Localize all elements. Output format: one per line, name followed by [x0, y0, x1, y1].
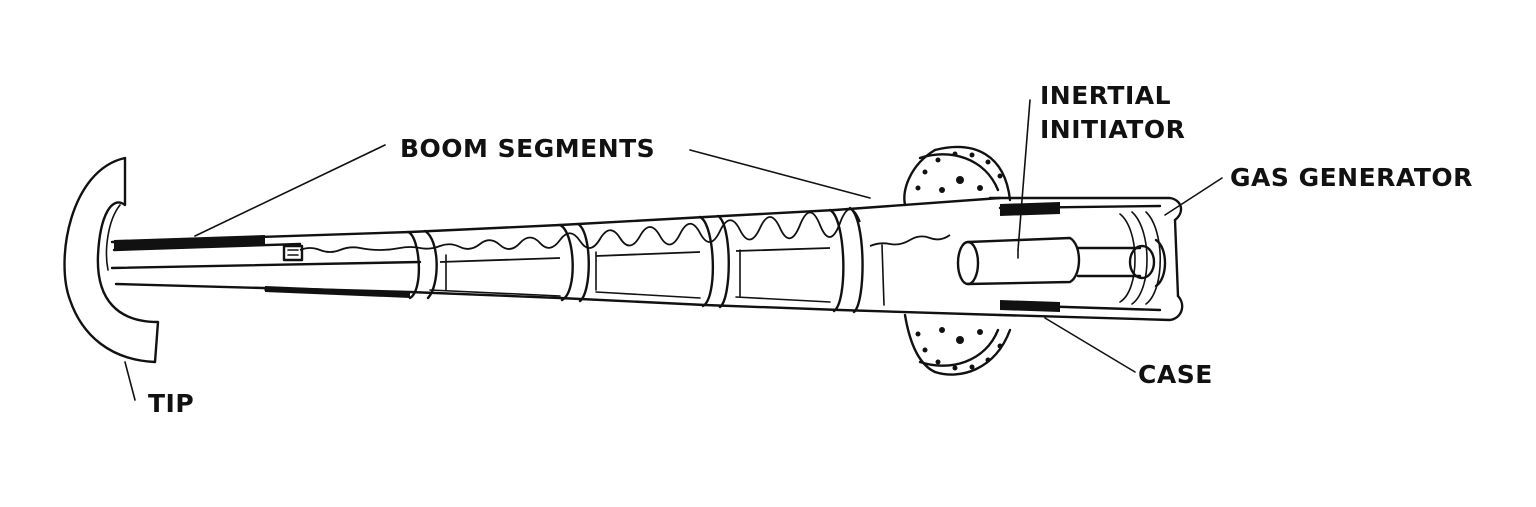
label-tip: TIP	[148, 389, 194, 418]
label-gas-generator: GAS GENERATOR	[1230, 163, 1473, 192]
initiator-cylinder	[956, 236, 1081, 286]
case-leader	[1044, 317, 1136, 373]
gas-generator-leader	[1164, 177, 1223, 216]
boom-segments-leader-right	[689, 149, 871, 199]
leader-lines	[124, 99, 1223, 401]
initiator-leader	[1017, 99, 1031, 251]
boom-segments-leader-left	[194, 144, 386, 237]
label-case: CASE	[1138, 360, 1213, 389]
label-boom-segments: BOOM SEGMENTS	[400, 134, 655, 163]
tip-leader	[124, 361, 136, 401]
gas-generator-rod	[1076, 238, 1167, 288]
case-housing	[988, 196, 1184, 322]
tip-crescent	[63, 156, 160, 364]
flange-disk	[903, 145, 1012, 376]
label-initiator: INITIATOR	[1040, 115, 1185, 144]
boom-tube	[110, 196, 1002, 317]
label-inertial: INERTIAL	[1040, 81, 1171, 110]
